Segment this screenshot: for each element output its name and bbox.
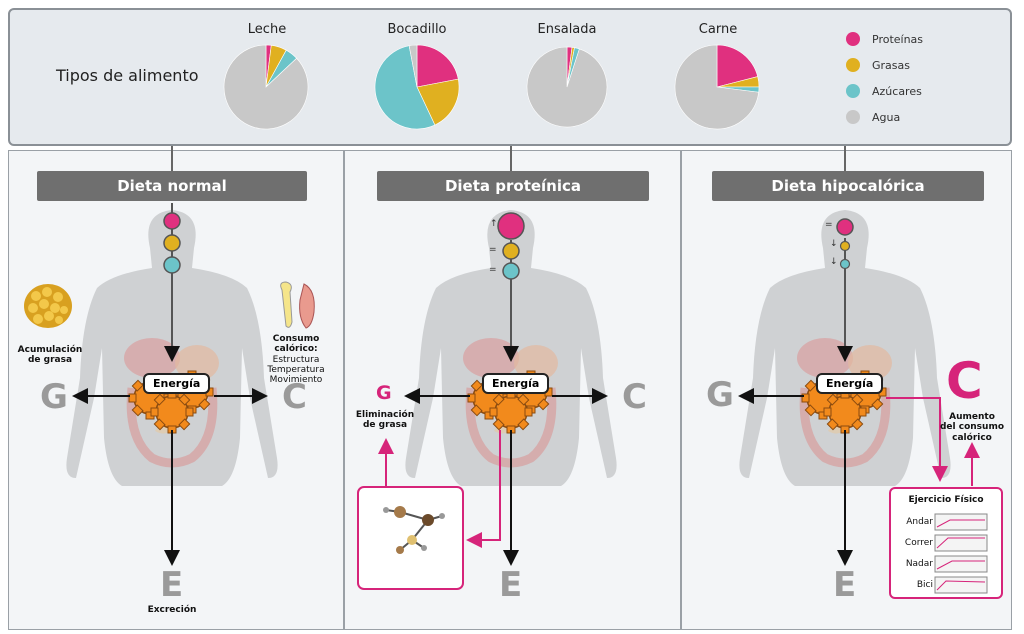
- letter-g-normal: G: [40, 377, 68, 417]
- letter-e-normal: E: [160, 565, 184, 605]
- pie-slice-grasas: [416, 78, 460, 126]
- letter-e-proteica: E: [499, 565, 523, 605]
- letter-c-proteica: C: [622, 377, 647, 417]
- letter-c-hipocalorica: C: [946, 352, 983, 410]
- pie-slice-proteínas: [416, 44, 459, 88]
- exercise-charts: [934, 513, 988, 594]
- mark-down-fat: ↓: [830, 239, 838, 249]
- exercise-bici: Bici: [916, 580, 933, 590]
- food-types-title: Tipos de alimento: [56, 66, 199, 85]
- mark-eq-sugar: =: [489, 265, 497, 275]
- pie-ensalada: [526, 46, 608, 128]
- fat-cells-icon: [24, 284, 72, 328]
- legend-item-agua: Agua: [846, 110, 923, 124]
- mark-up-protein: ↑: [490, 219, 498, 229]
- mark-down-sugar: ↓: [830, 257, 838, 267]
- header-dieta-hipocalorica: Dieta hipocalórica: [712, 171, 984, 201]
- energia-label-proteica: Energía: [482, 373, 550, 394]
- bone-muscle-icon: [280, 281, 315, 329]
- exercise-correr: Correr: [904, 538, 933, 548]
- legend-item-proteinas: Proteínas: [846, 32, 923, 46]
- energia-label-normal: Energía: [143, 373, 211, 394]
- legend-item-grasas: Grasas: [846, 58, 923, 72]
- exercise-andar: Andar: [906, 517, 933, 527]
- header-dieta-normal: Dieta normal: [37, 171, 307, 201]
- pie-slice-azúcares: [374, 45, 436, 130]
- pie-slice-agua: [674, 44, 760, 130]
- pie-leche: [223, 44, 309, 130]
- mark-eq-fat: =: [489, 245, 497, 255]
- pie-title-bocadillo: Bocadillo: [387, 22, 447, 37]
- pie-slice-agua: [408, 44, 418, 88]
- pies-svg: [223, 44, 760, 130]
- pie-slice-agua: [526, 46, 608, 128]
- pie-slice-proteínas: [716, 44, 759, 88]
- molecule-icon: [383, 506, 445, 554]
- pie-bocadillo: [374, 44, 460, 130]
- exercise-title: Ejercicio Físico: [908, 495, 984, 505]
- letter-g-hipocalorica: G: [706, 375, 734, 415]
- mark-eq-protein: =: [825, 220, 833, 230]
- pie-title-carne: Carne: [698, 22, 738, 37]
- pie-slice-agua: [223, 44, 309, 130]
- legend-item-azucares: Azúcares: [846, 84, 923, 98]
- excrecion-label: Excreción: [147, 605, 197, 615]
- letter-c-normal: C: [282, 377, 307, 417]
- letter-e-hipocalorica: E: [833, 565, 857, 605]
- pie-carne: [674, 44, 760, 130]
- pie-title-leche: Leche: [247, 22, 287, 37]
- letter-g-proteica: G: [376, 382, 392, 404]
- header-dieta-proteinica: Dieta proteínica: [377, 171, 649, 201]
- energia-label-hipocalorica: Energía: [816, 373, 884, 394]
- legend: Proteínas Grasas Azúcares Agua: [846, 32, 923, 124]
- exercise-nadar: Nadar: [905, 559, 933, 569]
- pie-title-ensalada: Ensalada: [537, 22, 597, 37]
- food-types-panel: [8, 8, 1012, 146]
